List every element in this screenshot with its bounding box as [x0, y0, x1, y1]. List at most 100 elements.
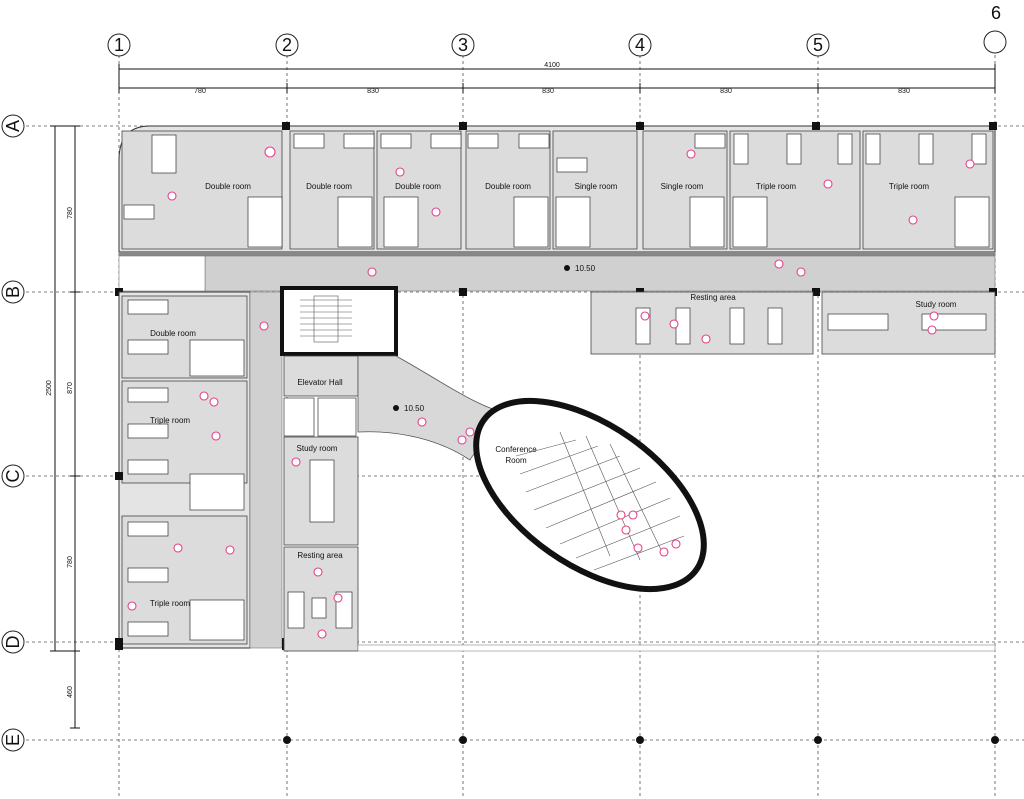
axis-label-c: C [3, 470, 23, 483]
person-icon [209, 397, 219, 407]
row-axis-markers: A B C D E [1, 114, 25, 752]
level-label-corridor: 10.50 [575, 264, 596, 273]
axis-marker-e: E [1, 728, 25, 752]
person-icon [465, 427, 475, 437]
room-label-conference-1: Conference [495, 445, 537, 454]
axis-label-5: 5 [813, 35, 823, 55]
level-marker-walkway: 10.50 [393, 404, 425, 413]
dimension-bay-4: 830 [720, 88, 732, 95]
dimension-overall-width: 4100 [544, 62, 560, 69]
dimension-bay-1: 780 [194, 88, 206, 95]
person-icon [199, 391, 209, 401]
stair-treads [300, 295, 352, 343]
core: Elevator Hall Study room Resting area [280, 286, 996, 652]
axis-marker-c: C [1, 464, 25, 488]
axis-marker-b: B [1, 280, 25, 304]
person-icon [640, 311, 650, 321]
people-figures [127, 146, 975, 639]
person-icon [167, 191, 177, 201]
axis-marker-4: 4 [628, 33, 652, 57]
room-label-top-4: Double room [485, 182, 531, 191]
horizontal-dimensions: 4100 780 830 830 830 830 [118, 62, 996, 95]
axis-marker-3: 3 [451, 33, 475, 57]
person-icon [616, 510, 626, 520]
top-room-row [118, 122, 997, 253]
person-icon [333, 593, 343, 603]
room-label-east-resting: Resting area [690, 293, 736, 302]
room-label-top-5: Single room [575, 182, 618, 191]
conference-wing: 10.50 Conference Room [357, 355, 707, 593]
person-icon [686, 149, 696, 159]
person-icon [127, 601, 137, 611]
axis-label-b: B [3, 286, 23, 298]
person-icon [628, 510, 638, 520]
room-label-east-study: Study room [916, 300, 957, 309]
person-icon [417, 417, 427, 427]
person-icon [225, 545, 235, 555]
dimension-row-2: 870 [67, 382, 74, 394]
axis-label-4: 4 [635, 35, 645, 55]
room-label-top-7: Triple room [756, 182, 796, 191]
person-icon [633, 543, 643, 553]
person-icon [659, 547, 669, 557]
axis-label-d: D [3, 636, 23, 649]
axis-label-2: 2 [282, 35, 292, 55]
person-icon [457, 435, 467, 445]
dimension-bay-3: 830 [542, 88, 554, 95]
person-icon [701, 334, 711, 344]
room-label-conference-2: Room [505, 456, 527, 465]
person-icon [774, 259, 784, 269]
conference-seating-hatch [515, 431, 685, 571]
axis-marker-a: A [1, 114, 25, 138]
axis-marker-2: 2 [275, 33, 299, 57]
room-label-west-1: Double room [150, 329, 196, 338]
room-label-top-8: Triple room [889, 182, 929, 191]
main-corridor: 10.50 [115, 252, 997, 296]
person-icon [929, 311, 939, 321]
person-icon [621, 525, 631, 535]
axis-label-e: E [3, 734, 23, 746]
dimension-row-1: 780 [67, 207, 74, 219]
person-icon [796, 267, 806, 277]
west-wing: Double room Triple room Triple room [115, 291, 290, 650]
axis-marker-d: D [1, 630, 25, 654]
dimension-overall-height: 2500 [46, 380, 53, 396]
axis-marker-1: 1 [107, 33, 131, 57]
room-label-west-2: Triple room [150, 416, 190, 425]
level-marker-corridor: 10.50 [564, 264, 596, 273]
person-icon [211, 431, 221, 441]
axis-label-1: 1 [114, 35, 124, 55]
vertical-dimensions: 2500 780 870 780 460 [46, 125, 80, 729]
person-icon [291, 457, 301, 467]
person-icon [669, 319, 679, 329]
person-icon [823, 179, 833, 189]
top-room-labels: Double room Double room Double room Doub… [205, 182, 929, 191]
dimension-row-4: 460 [67, 686, 74, 698]
room-label-elevator-hall: Elevator Hall [297, 378, 343, 387]
person-icon [965, 159, 975, 169]
person-icon [908, 215, 918, 225]
person-icon [395, 167, 405, 177]
person-icon [313, 567, 323, 577]
axis-marker-5: 5 [806, 33, 830, 57]
person-icon [671, 539, 681, 549]
room-label-top-3: Double room [395, 182, 441, 191]
person-icon [927, 325, 937, 335]
person-icon [173, 543, 183, 553]
dimension-bay-5: 830 [898, 88, 910, 95]
dimension-bay-2: 830 [367, 88, 379, 95]
person-icon [317, 629, 327, 639]
axis-label-a: A [3, 120, 23, 132]
room-label-top-1: Double room [205, 182, 251, 191]
axis-marker-6: 6 [983, 3, 1007, 54]
room-label-core-study: Study room [297, 444, 338, 453]
person-icon [259, 321, 269, 331]
room-label-top-2: Double room [306, 182, 352, 191]
axis-label-3: 3 [458, 35, 468, 55]
level-label-walkway: 10.50 [404, 404, 425, 413]
column-axis-markers: 1 2 3 4 5 6 [107, 3, 1007, 57]
axis-label-6: 6 [991, 3, 1001, 23]
row-e-column-dots [283, 736, 999, 744]
person-icon [264, 146, 276, 158]
